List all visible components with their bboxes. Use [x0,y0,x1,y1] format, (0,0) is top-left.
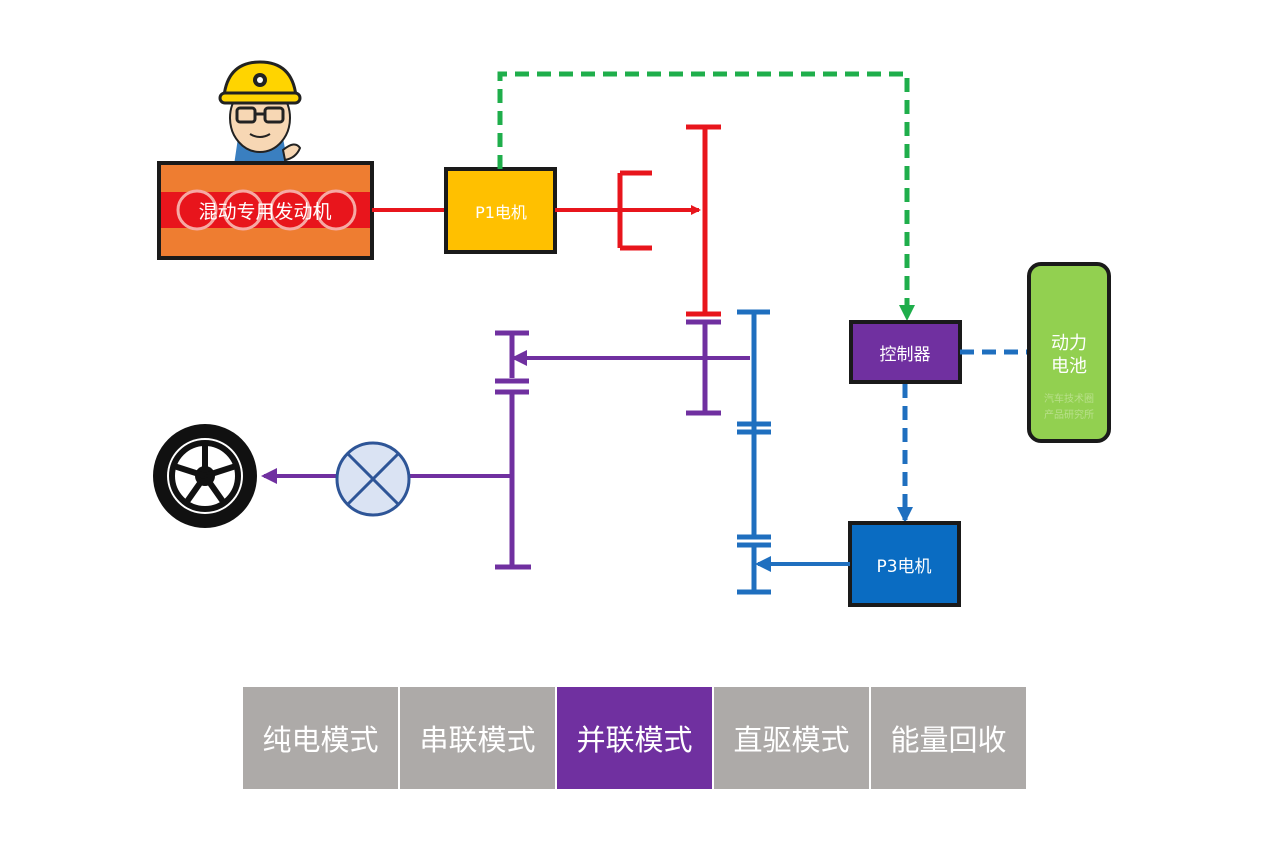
battery-watermark-line1: 汽车技术圈 [1044,392,1094,405]
p1-motor: P1电机 [444,167,557,254]
tab-pure-electric[interactable]: 纯电模式 [243,687,398,789]
p3-motor-label: P3电机 [876,557,931,577]
p1-motor-label: P1电机 [475,203,527,222]
tab-parallel[interactable]: 并联模式 [557,687,712,789]
p3-motor: P3电机 [848,521,961,607]
tab-direct-drive[interactable]: 直驱模式 [714,687,869,789]
controller-label: 控制器 [880,345,931,365]
battery-label-line1: 动力 [1051,333,1087,354]
powertrain-diagram: 混动专用发动机 P1电机 控制器 动力 电池 汽车技术圈 产品研究所 P3电机 [153,60,1111,607]
power-battery: 动力 电池 汽车技术圈 产品研究所 [1027,262,1111,443]
tab-series[interactable]: 串联模式 [400,687,555,789]
hybrid-engine: 混动专用发动机 [157,161,374,260]
battery-watermark-line2: 产品研究所 [1044,408,1094,421]
control-signal-line [497,71,915,321]
controller: 控制器 [849,320,962,384]
wheel-icon [153,424,257,528]
differential-icon [335,441,411,517]
output-power-path [261,319,750,570]
engine-label: 混动专用发动机 [198,201,331,223]
battery-label-line2: 电池 [1051,356,1087,377]
motor-power-path [737,309,850,595]
mode-tabs: 纯电模式 串联模式 并联模式 直驱模式 能量回收 [243,687,1026,789]
engine-power-path [555,124,721,317]
tab-energy-recovery[interactable]: 能量回收 [871,687,1026,789]
engineer-mascot-icon [218,60,302,165]
